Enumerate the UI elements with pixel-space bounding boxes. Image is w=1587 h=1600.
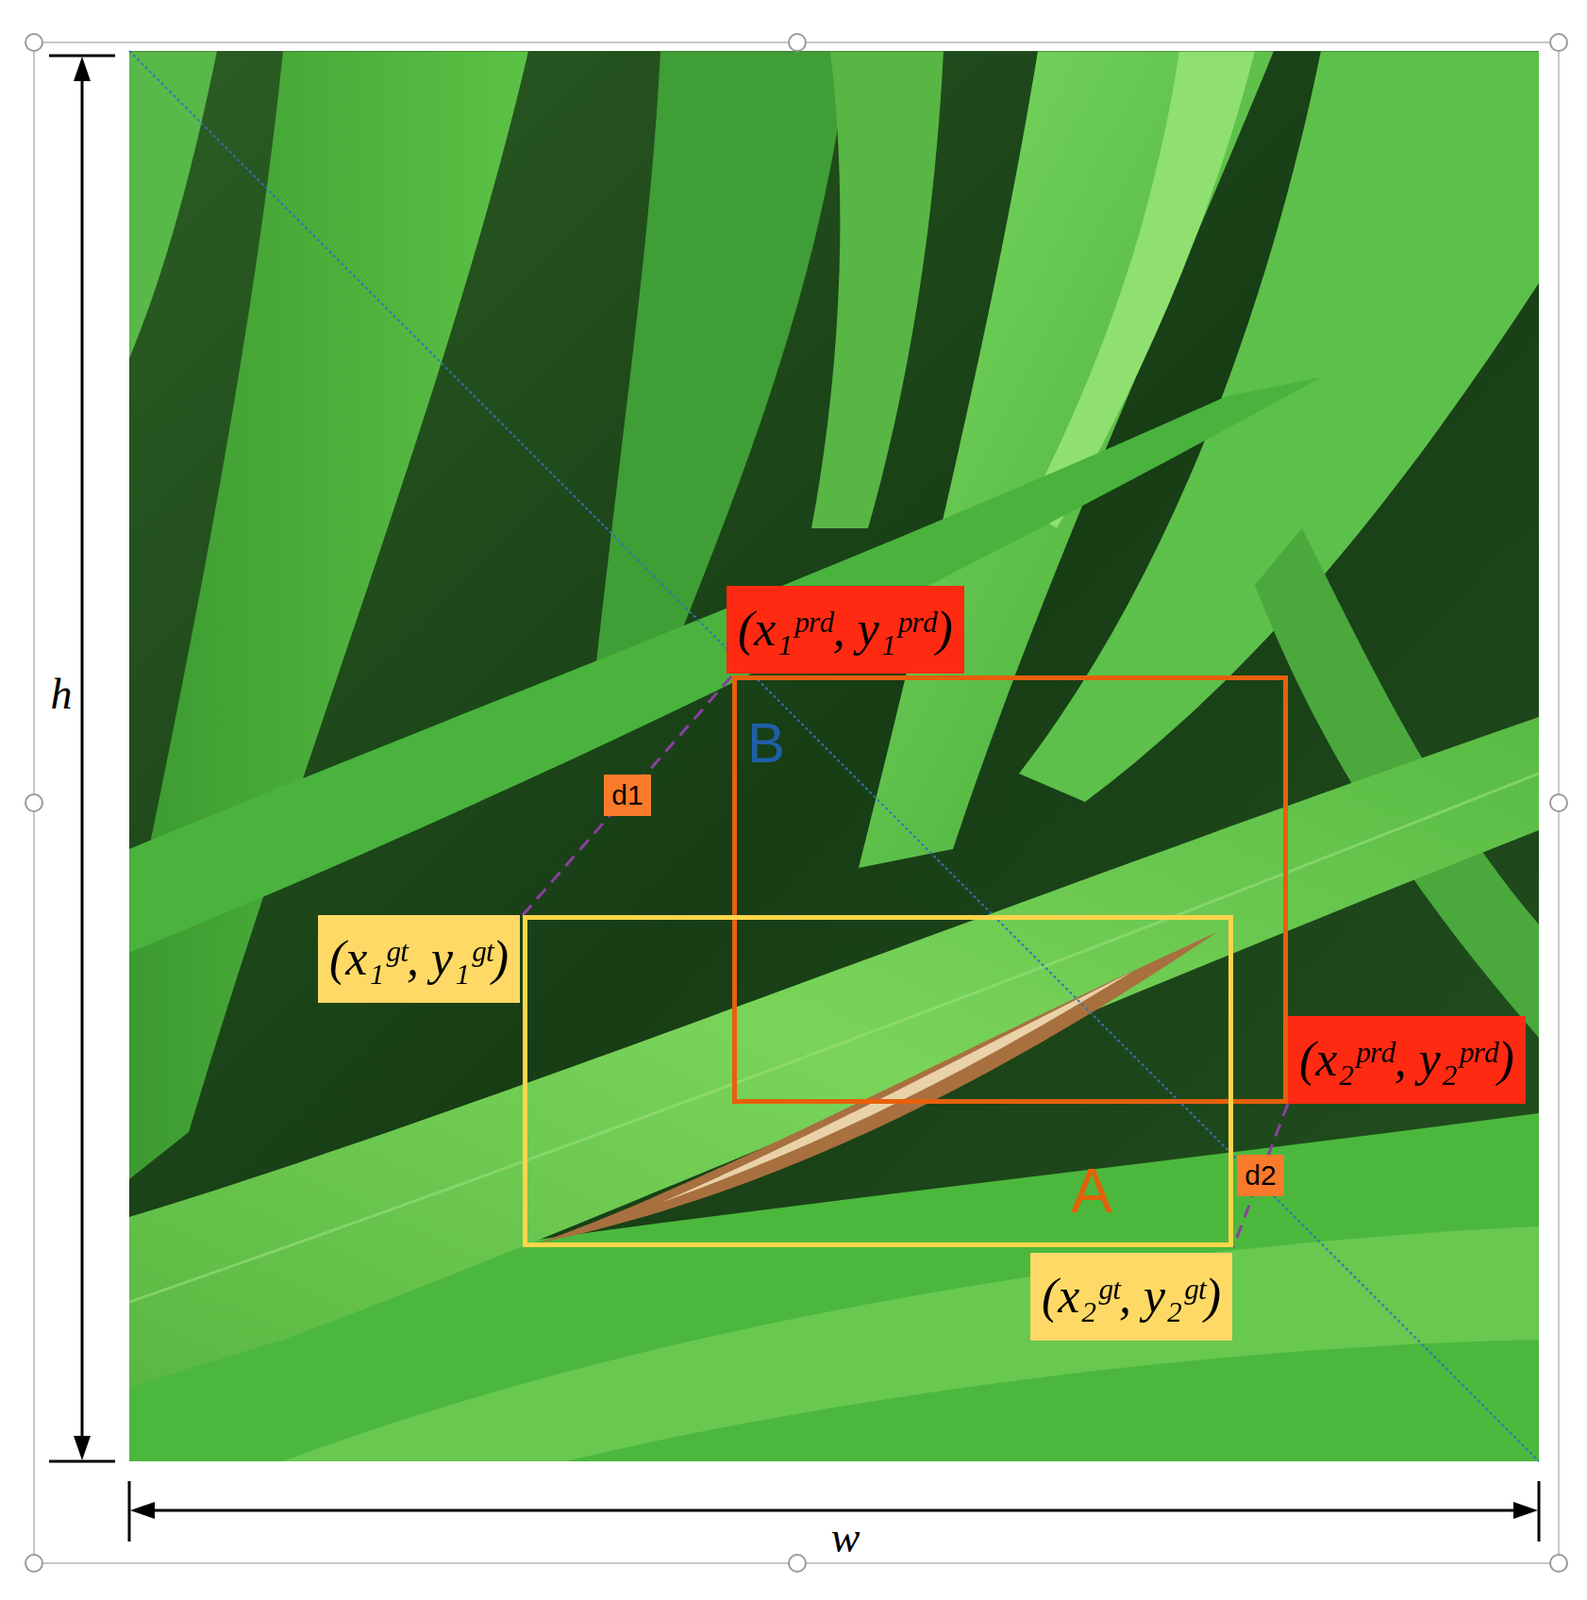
arrowhead <box>130 1502 155 1520</box>
arrowhead <box>73 1436 91 1461</box>
diagonal-line <box>129 50 1539 1462</box>
ground-truth-box: A <box>522 915 1234 1248</box>
frame-handles <box>25 33 1568 1572</box>
coordinate-label: (x₁ᵖʳᵈ, y₁ᵖʳᵈ) <box>726 585 965 674</box>
coordinate-label: (x₁ᵍᵗ, y₁ᵍᵗ) <box>317 915 520 1003</box>
arrowhead <box>73 56 91 82</box>
height-dimension <box>49 55 116 1462</box>
frame-outline <box>33 42 1559 1564</box>
distance-line <box>522 675 733 916</box>
box-letter: A <box>1070 1159 1113 1222</box>
dimension-label: h <box>50 672 73 717</box>
arrowhead <box>1513 1502 1538 1520</box>
distance-label: d1 <box>603 774 651 817</box>
distance-line <box>1233 1103 1288 1248</box>
dimension-label: w <box>831 1516 861 1560</box>
coordinate-text: (x₁ᵍᵗ, y₁ᵍᵗ) <box>329 924 509 994</box>
distance-label: d2 <box>1236 1154 1284 1197</box>
prediction-box: B <box>732 675 1288 1104</box>
photo <box>129 50 1539 1462</box>
coordinate-text: (x₁ᵖʳᵈ, y₁ᵖʳᵈ) <box>737 595 953 665</box>
coordinate-text: (x₂ᵖʳᵈ, y₂ᵖʳᵈ) <box>1299 1025 1515 1095</box>
coordinate-text: (x₂ᵍᵗ, y₂ᵍᵗ) <box>1041 1262 1221 1332</box>
box-letter: B <box>747 715 786 772</box>
coordinate-label: (x₂ᵖʳᵈ, y₂ᵖʳᵈ) <box>1287 1016 1526 1104</box>
coordinate-label: (x₂ᵍᵗ, y₂ᵍᵗ) <box>1030 1252 1233 1341</box>
